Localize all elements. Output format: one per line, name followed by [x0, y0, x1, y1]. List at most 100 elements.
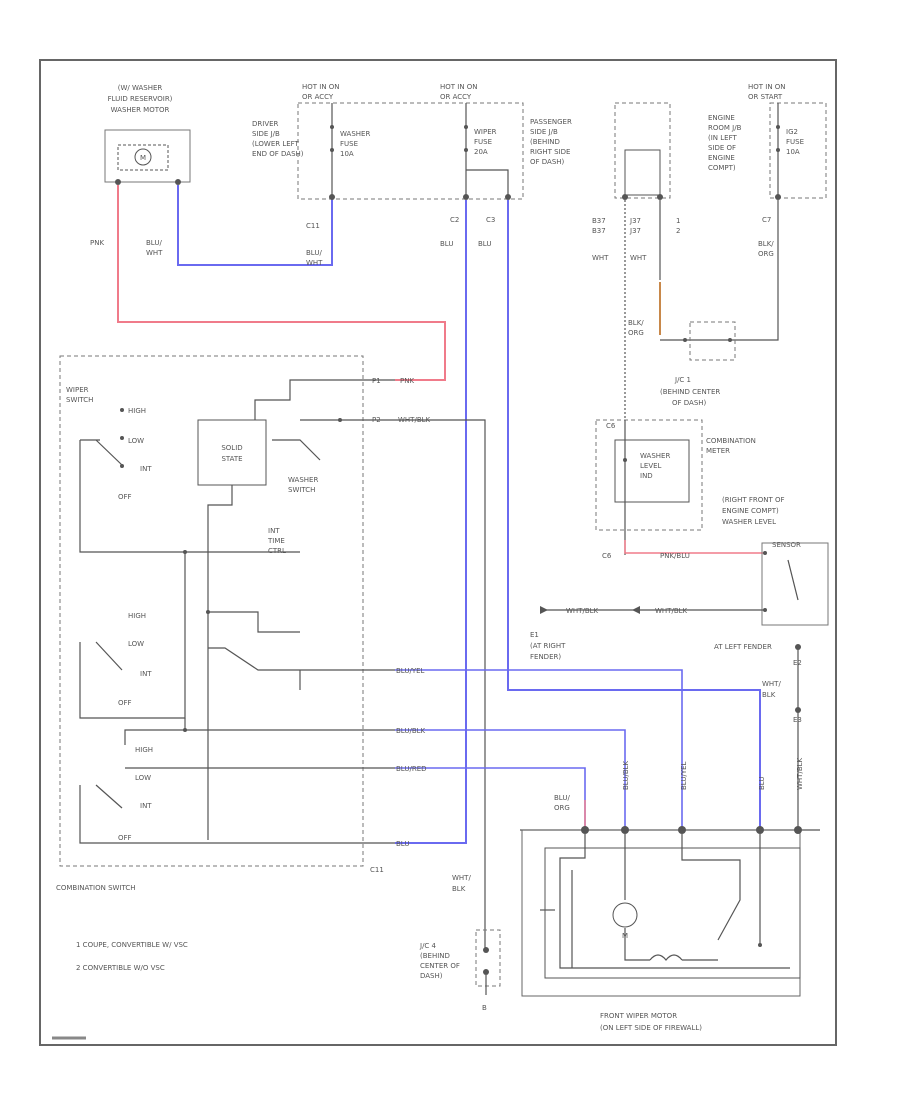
igi-fuse-3: 10A — [786, 148, 800, 156]
num-2: 2 — [676, 227, 680, 235]
high-1: HIGH — [128, 407, 146, 415]
passenger-jb-5: OF DASH) — [530, 158, 565, 166]
wire-pnk-blu: PNK/BLU — [660, 552, 690, 560]
conn-c6: C6 — [606, 422, 616, 430]
jc1-2: (BEHIND CENTER — [660, 388, 720, 396]
hot-in-on-3b: OR START — [748, 93, 783, 101]
igi-fuse-1: IG2 — [786, 128, 798, 136]
driver-side-jb: HOT IN ON OR ACCY DRIVER SIDE J/B (LOWER… — [252, 83, 524, 267]
pink-blu-wire — [624, 540, 765, 554]
passenger-jb-3: (BEHIND — [530, 138, 560, 146]
comb-meter-1: COMBINATION — [706, 437, 756, 445]
wiper-fuse-3: 20A — [474, 148, 488, 156]
washer-ind-2: LEVEL — [640, 462, 662, 470]
int-1: INT — [140, 465, 152, 473]
igi-fuse-2: FUSE — [786, 138, 804, 146]
legend-1: 1 COUPE, CONVERTIBLE W/ VSC — [76, 941, 188, 949]
driver-jb-2: SIDE J/B — [252, 130, 280, 138]
wire-wht-blk-2: WHT/BLK — [566, 607, 599, 615]
blu-yel-wire — [395, 669, 683, 830]
washer-motor-label-2: FLUID RESERVOIR) — [108, 95, 173, 103]
hot-in-on-1a: HOT IN ON — [302, 83, 340, 91]
wiper-motor-label-1: FRONT WIPER MOTOR — [600, 1012, 677, 1020]
off-3: OFF — [118, 834, 132, 842]
low-3: LOW — [135, 774, 151, 782]
wire-blu-org-b: ORG — [554, 804, 570, 812]
hot-in-on-2b: OR ACCY — [440, 93, 472, 101]
combination-switch-label: COMBINATION SWITCH — [56, 884, 136, 892]
conn-c6-b: C6 — [602, 552, 612, 560]
solid-state-1: SOLID — [221, 444, 242, 452]
passenger-jb-2: SIDE J/B — [530, 128, 558, 136]
wire-blu-a: BLU — [440, 240, 453, 248]
high-3: HIGH — [135, 746, 153, 754]
passenger-side-jb: HOT IN ON OR ACCY WIPER FUSE 20A PASSENG… — [440, 83, 572, 248]
washer-motor: (W/ WASHER FLUID RESERVOIR) WASHER MOTOR… — [104, 84, 191, 185]
wire-blu-blk: BLU/BLK — [396, 727, 426, 735]
int-time-2: TIME — [267, 537, 285, 545]
conn-c7: C7 — [762, 216, 771, 224]
e1-1: E1 — [530, 631, 539, 639]
wire-vert-blu: BLU — [758, 777, 766, 790]
wire-pnk-label: PNK — [90, 239, 104, 247]
rf-washer-3: WASHER LEVEL — [722, 518, 776, 526]
engine-jb-3: (IN LEFT — [708, 134, 737, 142]
wire-wht-a: WHT — [592, 254, 609, 262]
washer-fuse-1: WASHER — [340, 130, 370, 138]
wire-blk-org-2a: BLK/ — [628, 319, 644, 327]
jc1-1: J/C 1 — [674, 376, 691, 384]
wire-wht-blk-4b: BLK — [762, 691, 776, 699]
engine-jb-5: ENGINE — [708, 154, 735, 162]
jc4-1: J/C 4 — [419, 942, 437, 950]
high-2: HIGH — [128, 612, 146, 620]
driver-jb-4: END OF DASH) — [252, 150, 304, 158]
wire-blu-wht-label-1a: BLU/ — [146, 239, 162, 247]
low-1: LOW — [128, 437, 144, 445]
ground-b: B — [482, 1004, 487, 1012]
engine-jb-4: SIDE OF — [708, 144, 736, 152]
wire-wht-blk-3: WHT/BLK — [655, 607, 688, 615]
wire-vert-wht-blk: WHT/BLK — [796, 757, 804, 790]
engine-jb-1: ENGINE — [708, 114, 735, 122]
washer-fuse-2: FUSE — [340, 140, 358, 148]
b37-j37-connectors: B37 B37 J37 J37 1 2 WHT WHT BLK/ ORG — [592, 102, 740, 420]
int-3: INT — [140, 802, 152, 810]
washer-level-sensor: (RIGHT FRONT OF ENGINE COMPT) WASHER LEV… — [722, 496, 829, 626]
int-time-3: CTRL — [268, 547, 286, 555]
wiper-fuse-2: FUSE — [474, 138, 492, 146]
conn-p1: P1 — [372, 377, 381, 385]
blue-wire-motor-feed — [507, 200, 761, 830]
combination-meter: COMBINATION METER C6 WASHER LEVEL IND — [595, 419, 756, 555]
int-time-1: INT — [268, 527, 280, 535]
passenger-jb-1: PASSENGER — [530, 118, 572, 126]
jc4-2: (BEHIND — [420, 952, 450, 960]
hot-in-on-1b: OR ACCY — [302, 93, 334, 101]
conn-c11-top: C11 — [306, 222, 320, 230]
engine-jb-6: COMPT) — [708, 164, 736, 172]
wire-blk-org-1b: ORG — [758, 250, 774, 258]
off-1: OFF — [118, 493, 132, 501]
wire-vert-blu-yel: BLU/YEL — [680, 761, 688, 790]
washer-switch-1: WASHER — [288, 476, 318, 484]
pink-wire — [117, 185, 446, 381]
wire-blu-org-a: BLU/ — [554, 794, 570, 802]
j37-a: J37 — [629, 217, 641, 225]
wire-blk-org-1a: BLK/ — [758, 240, 774, 248]
b37-a: B37 — [592, 217, 606, 225]
washer-ind-1: WASHER — [640, 452, 670, 460]
wire-blu-wht-label-1b: WHT — [146, 249, 163, 257]
b37-b: B37 — [592, 227, 606, 235]
jc1-3: OF DASH) — [672, 399, 707, 407]
solid-state-2: STATE — [221, 455, 242, 463]
off-2: OFF — [118, 699, 132, 707]
jc4-4: DASH) — [420, 972, 443, 980]
comb-meter-2: METER — [706, 447, 730, 455]
wire-blu-wht-label-2b: WHT — [306, 259, 323, 267]
combination-switch: WIPER SWITCH HIGH LOW INT OFF SOLID STAT… — [56, 355, 395, 892]
rf-washer-4: SENSOR — [772, 541, 801, 549]
washer-switch-2: SWITCH — [288, 486, 315, 494]
engine-jb-2: ROOM J/B — [708, 124, 742, 132]
jc4-3: CENTER OF — [420, 962, 460, 970]
j37-b: J37 — [629, 227, 641, 235]
